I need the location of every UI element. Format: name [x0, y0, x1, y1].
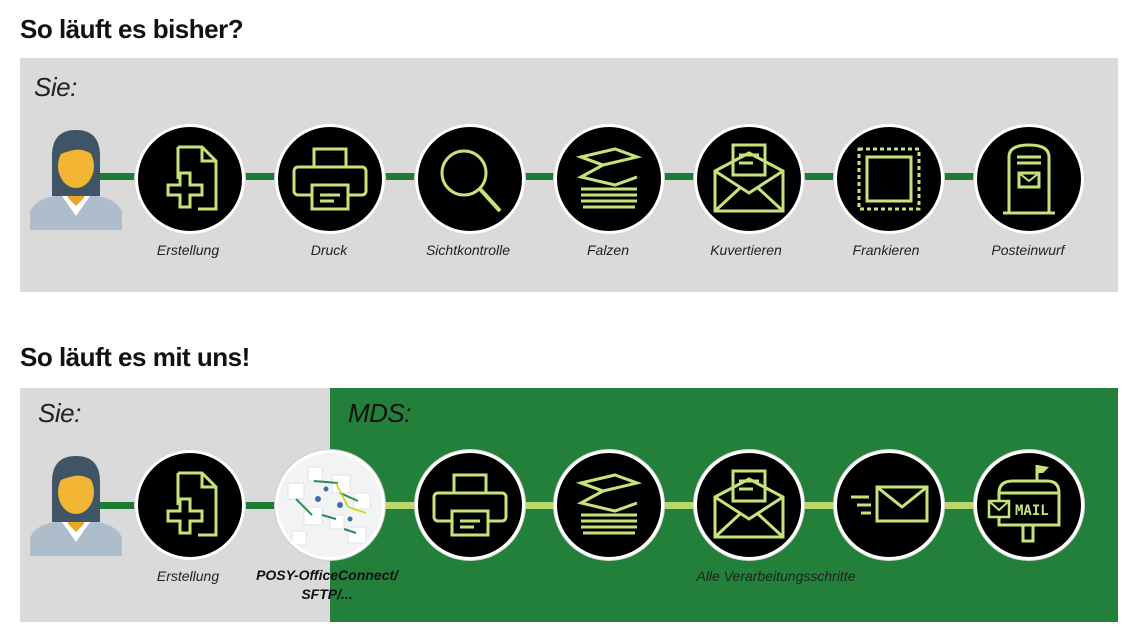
printer-icon: [432, 473, 508, 537]
step-label-druck: Druck: [310, 242, 348, 258]
new-document-icon: [166, 145, 218, 211]
mds-step-fold-icon-circle: [554, 450, 664, 560]
step-erstellung-icon-circle: [135, 124, 245, 234]
mds-step-envelope-icon-circle: [694, 450, 804, 560]
step-posteinwurf-icon-circle: [974, 124, 1084, 234]
mds-step-create-icon-circle: [135, 450, 245, 560]
step-label-posteinwurf: Posteinwurf: [991, 242, 1065, 258]
section1-heading: So läuft es bisher?: [20, 14, 244, 44]
envelope-letter-icon: [713, 469, 785, 539]
section2-connector-mds: [340, 502, 1030, 509]
person-avatar: [24, 452, 128, 556]
step-druck-icon-circle: [275, 124, 385, 234]
mailbox-icon: [1003, 143, 1055, 215]
step-label-kuvertieren: Kuvertieren: [710, 242, 782, 258]
step-falzen-icon-circle: [554, 124, 664, 234]
step-sichtkontrolle-icon-circle: [415, 124, 525, 234]
mds-step-send-icon-circle: [834, 450, 944, 560]
person-avatar: [24, 126, 128, 230]
section2-label-create: Erstellung: [156, 568, 220, 584]
step-label-falzen: Falzen: [586, 242, 630, 258]
step-kuvertieren-icon-circle: [694, 124, 804, 234]
transfer-label-line2: SFTP/...: [301, 586, 353, 602]
stamp-icon: [857, 147, 921, 211]
folded-paper-icon: [575, 147, 643, 209]
transfer-network-image: [275, 450, 385, 560]
section2-label-processing: Alle Verarbeitungsschritte: [696, 568, 856, 584]
printer-icon: [292, 147, 368, 211]
mailbox-text: MAIL: [1015, 503, 1049, 519]
step-label-frankieren: Frankieren: [852, 242, 920, 258]
step-label-erstellung: Erstellung: [156, 242, 220, 258]
section1-who-label: Sie:: [34, 72, 77, 102]
section2-mds-label: MDS:: [348, 398, 412, 428]
envelope-letter-icon: [713, 143, 785, 213]
magnifier-icon: [440, 149, 502, 213]
new-document-icon: [166, 471, 218, 537]
step-frankieren-icon-circle: [834, 124, 944, 234]
mail-mailbox-icon: MAIL: [987, 465, 1061, 543]
mds-step-mailbox-icon-circle: MAIL: [974, 450, 1084, 560]
section2-label-transfer: POSY-OfficeConnect/ SFTP/...: [242, 566, 412, 604]
mds-step-print-icon-circle: [415, 450, 525, 560]
step-label-sichtkontrolle: Sichtkontrolle: [425, 242, 511, 258]
section2-heading: So läuft es mit uns!: [20, 342, 250, 372]
transfer-label-line1: POSY-OfficeConnect/: [256, 567, 398, 583]
folded-paper-icon: [575, 473, 643, 535]
section2-customer-label: Sie:: [38, 398, 81, 428]
network-cubes-icon: [278, 453, 382, 557]
fast-mail-icon: [851, 485, 929, 523]
